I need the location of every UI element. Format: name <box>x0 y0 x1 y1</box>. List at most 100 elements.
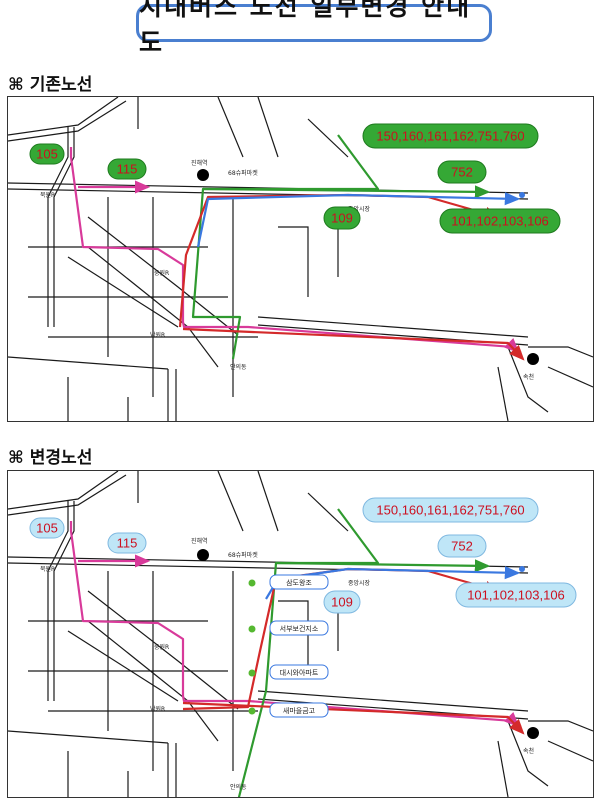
road-segment <box>217 97 244 158</box>
bus-stop-label: 서부보건지소 <box>269 620 329 636</box>
place-label-bukbu: 북원R <box>40 191 55 199</box>
place-label-bukbu: 북원R <box>40 565 55 573</box>
road-segment <box>307 492 349 532</box>
place-label-nambu: 남원R <box>150 331 165 339</box>
route-badge-109: 109 <box>323 590 361 614</box>
route-green-line <box>191 134 380 360</box>
road-segment <box>8 97 119 136</box>
road-segment <box>278 600 309 671</box>
place-label-jinhae: 진해역 <box>191 159 208 167</box>
route-badge-752: 752 <box>437 160 487 184</box>
route-badge-752-text: 752 <box>451 539 473 554</box>
road-segment <box>257 690 529 712</box>
bus-stop-label-box <box>269 664 329 680</box>
page-title-box: 시내버스 노선 일부변경 안내도 <box>136 0 492 57</box>
bus-stop-label-box <box>269 574 329 590</box>
road-segment <box>497 740 509 797</box>
route-badge-109-text: 109 <box>331 595 353 610</box>
road-segment <box>8 471 119 510</box>
place-label-sokcheon: 속천 <box>523 747 534 755</box>
road-segment <box>67 630 179 702</box>
bus-stop-label-text: 삼도왕조 <box>286 578 312 587</box>
route-badge-752: 752 <box>437 534 487 558</box>
route-end-marker <box>514 349 522 357</box>
bus-stop-label: 대시와아파트 <box>269 664 329 680</box>
place-label-mart: 68슈퍼마켓 <box>228 551 258 559</box>
bus-stop-dot <box>248 707 256 715</box>
place-label-jungwon: 중원R <box>154 269 169 277</box>
road-segment <box>53 501 75 701</box>
bus-stop-label-box <box>269 702 329 718</box>
place-label-anmin: 안의동 <box>230 783 247 791</box>
route-badge-115-bg <box>107 532 147 554</box>
page-title: 시내버스 노선 일부변경 안내도 <box>139 0 472 57</box>
bus-stop-label-text: 대시와아파트 <box>280 668 319 677</box>
route-badge-105-bg <box>29 143 65 165</box>
road-segment <box>8 474 127 516</box>
road-segment <box>528 720 593 732</box>
route-blue-line <box>196 192 521 248</box>
bus-stop-dot <box>248 579 256 587</box>
route-badge-105-text: 105 <box>36 521 58 536</box>
route-badge-105-text: 105 <box>36 147 58 162</box>
road-segment <box>257 316 529 338</box>
route-badge-115: 115 <box>107 532 147 554</box>
bus-stop-label-box <box>269 620 329 636</box>
route-752-line <box>275 559 491 573</box>
sokcheon-marker <box>527 727 539 739</box>
route-badge-105: 105 <box>29 143 65 165</box>
route-badge-150: 150,160,161,162,751,760 <box>362 123 539 149</box>
route-map-svg: 진해역중앙시장68슈퍼마켓북원R중원R남원R안의동속천105115150,160… <box>8 471 593 797</box>
route-badge-150-bg <box>362 497 539 523</box>
route-badge-109-bg <box>323 590 361 614</box>
place-label-nambu: 남원R <box>150 705 165 713</box>
route-badge-150-text: 150,160,161,162,751,760 <box>376 129 524 144</box>
route-badge-150: 150,160,161,162,751,760 <box>362 497 539 523</box>
road-segment <box>87 216 239 336</box>
route-badge-105: 105 <box>29 517 65 539</box>
route-badge-150-bg <box>362 123 539 149</box>
place-label-jungwon: 중원R <box>154 643 169 651</box>
route-badge-101-bg <box>455 582 577 608</box>
route-badge-115-text: 115 <box>117 162 138 177</box>
route-end-marker <box>519 192 525 198</box>
route-badge-115-bg <box>107 158 147 180</box>
road-segment <box>278 226 309 297</box>
bus-stop-label-text: 새마을금고 <box>283 706 316 715</box>
road-segment <box>528 346 593 358</box>
road-segment <box>547 366 593 388</box>
road-segment <box>497 366 509 421</box>
route-badge-752-bg <box>437 160 487 184</box>
route-red-line <box>182 567 501 711</box>
place-label-jinhae: 진해역 <box>191 537 208 545</box>
road-segment <box>8 730 169 744</box>
road-segment <box>47 127 69 327</box>
route-badge-101-text: 101,102,103,106 <box>467 588 565 603</box>
section-heading-changed-label: 변경노선 <box>29 448 93 468</box>
route-blue-line <box>265 566 521 600</box>
route-badge-101-bg <box>439 208 561 234</box>
road-segment <box>87 590 239 710</box>
road-segment <box>67 256 179 328</box>
road-segment <box>8 356 169 370</box>
jinhae-station-marker <box>197 169 209 181</box>
command-symbol-icon: ⌘ <box>8 448 24 468</box>
bus-stop-label: 삼도왕조 <box>269 574 329 590</box>
place-label-market: 중앙시장 <box>348 205 371 213</box>
road-segment <box>257 97 279 158</box>
place-label-mart: 68슈퍼마켓 <box>228 169 258 177</box>
bus-stop-dot <box>248 669 256 677</box>
route-end-marker <box>514 723 522 731</box>
bus-stop-dot <box>248 625 256 633</box>
road-segment <box>8 100 127 142</box>
route-map-svg: 진해역중앙시장68슈퍼마켓북원R중원R남원R안의동속천105115150,160… <box>8 97 593 421</box>
route-badge-101-text: 101,102,103,106 <box>451 214 549 229</box>
route-badge-115-text: 115 <box>117 536 138 551</box>
place-label-anmin: 안의동 <box>230 363 247 371</box>
road-network <box>8 97 593 421</box>
road-segment <box>257 471 279 532</box>
route-badge-752-bg <box>437 534 487 558</box>
route-badge-109: 109 <box>323 206 361 230</box>
route-badge-150-text: 150,160,161,162,751,760 <box>376 503 524 518</box>
